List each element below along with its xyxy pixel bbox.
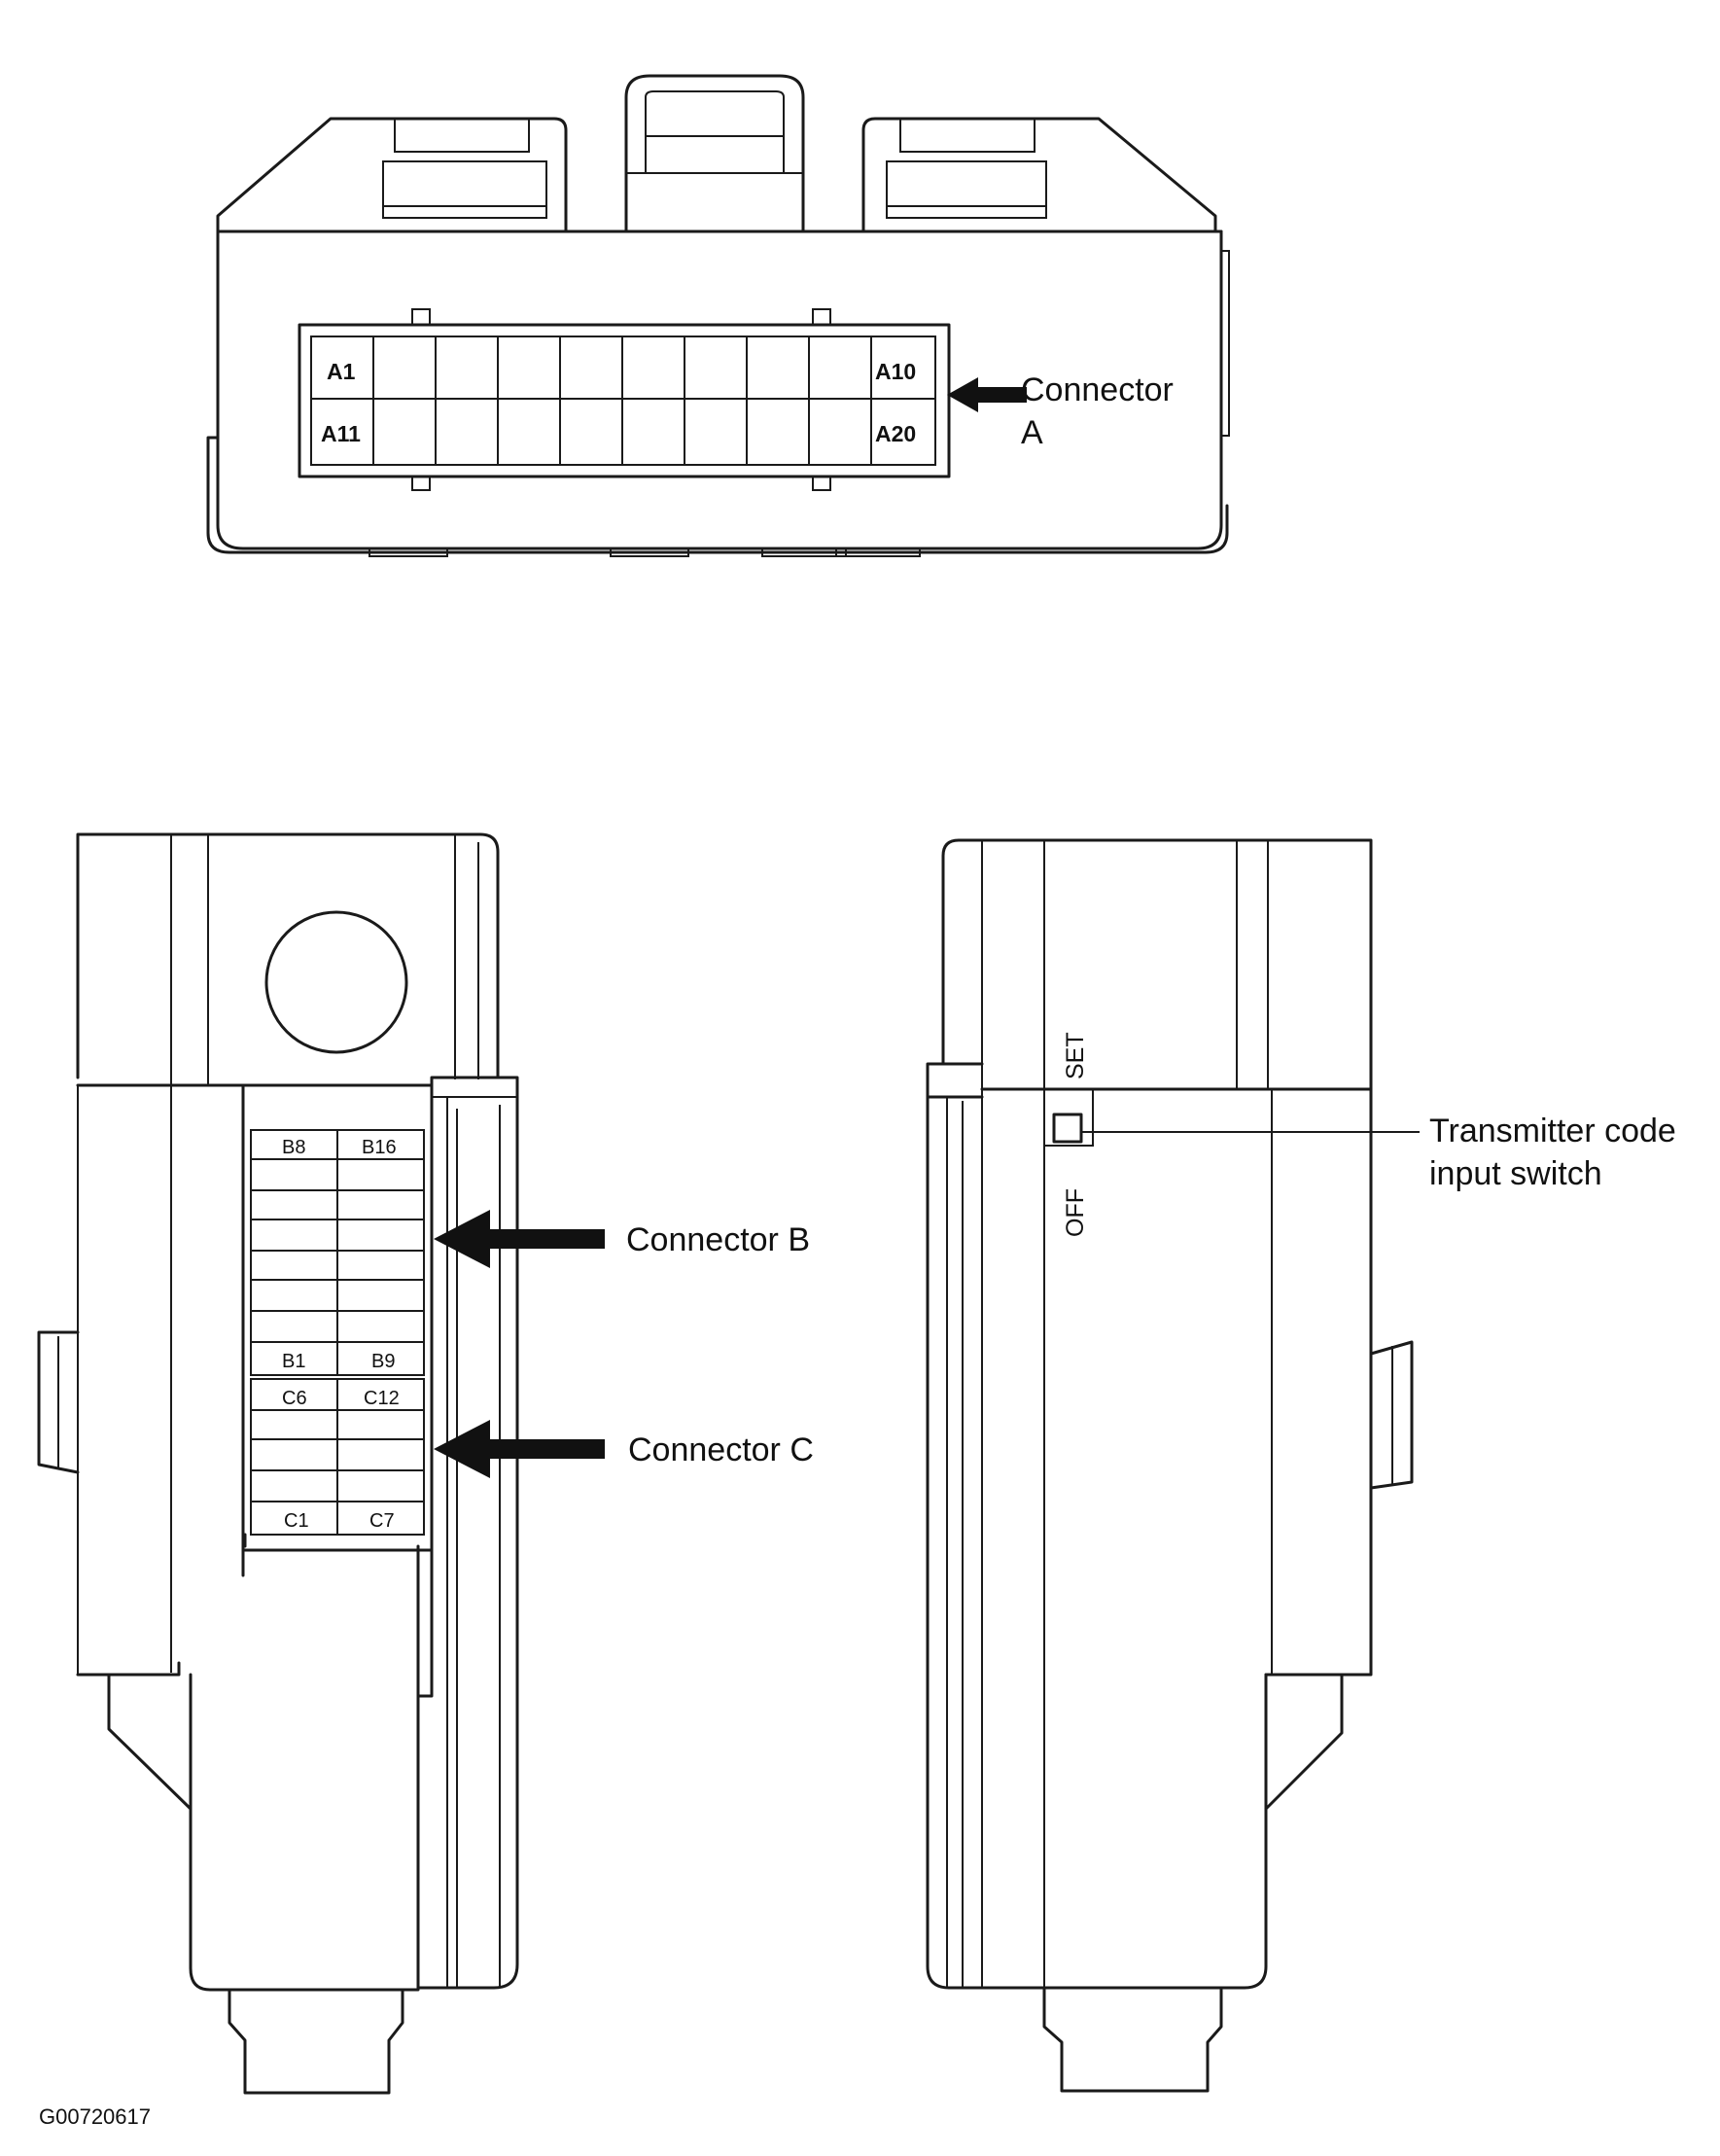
connector-a-arrow (947, 377, 1027, 412)
connector-a-shoulder-left (216, 117, 568, 233)
connector-b-pin-grid (250, 1129, 425, 1376)
connector-c-arrow (434, 1420, 605, 1478)
pin-label-b9: B9 (371, 1351, 395, 1372)
pin-label-a1: A1 (327, 359, 356, 384)
connector-a-view: A1 A10 A11 A20 Connector A (206, 74, 1230, 557)
pin-label-c6: C6 (282, 1388, 307, 1409)
connector-a-pin-block (298, 323, 951, 478)
pin-label-c7: C7 (369, 1510, 395, 1532)
unit-left-lower (107, 1533, 420, 1992)
connector-bc-view: B8 B16 B1 B9 C6 C12 C1 C7 Connector B Co… (37, 832, 814, 2095)
pin-label-a10: A10 (875, 359, 916, 384)
connector-a-callout-line2: A (1021, 414, 1043, 451)
unit-left-upper (76, 832, 500, 1079)
pin-label-b1: B1 (282, 1351, 305, 1372)
pin-label-a20: A20 (875, 421, 916, 446)
switch-set-label: SET (1062, 1032, 1089, 1079)
connector-c-pin-grid (250, 1378, 425, 1536)
pin-label-b8: B8 (282, 1137, 305, 1158)
diagram-code: G00720617 (39, 2104, 151, 2129)
switch-view: SET OFF Transmitter code input switch (926, 838, 1676, 2093)
connector-a-callout-line1: Connector (1021, 371, 1174, 408)
pin-label-a11: A11 (321, 421, 361, 446)
switch-off-label: OFF (1062, 1188, 1089, 1237)
connector-a-latch (624, 74, 805, 233)
pin-label-c12: C12 (364, 1388, 400, 1409)
pin-label-c1: C1 (284, 1510, 309, 1532)
connector-bc-pin-block (241, 1083, 434, 1552)
connector-a-shoulder-right (861, 117, 1217, 233)
unit-right-body (926, 838, 1373, 1990)
transmitter-code-input-switch[interactable] (1052, 1113, 1083, 1144)
switch-callout-line2: input switch (1429, 1155, 1602, 1192)
connector-b-callout: Connector B (626, 1221, 810, 1258)
connector-b-arrow (434, 1210, 605, 1268)
pin-label-b16: B16 (362, 1137, 397, 1158)
connector-a-housing (216, 230, 1223, 550)
switch-callout-line1: Transmitter code (1429, 1113, 1676, 1149)
mounting-hole (264, 910, 408, 1054)
connector-c-callout: Connector C (628, 1431, 814, 1468)
connector-a-pin-grid (311, 336, 935, 465)
